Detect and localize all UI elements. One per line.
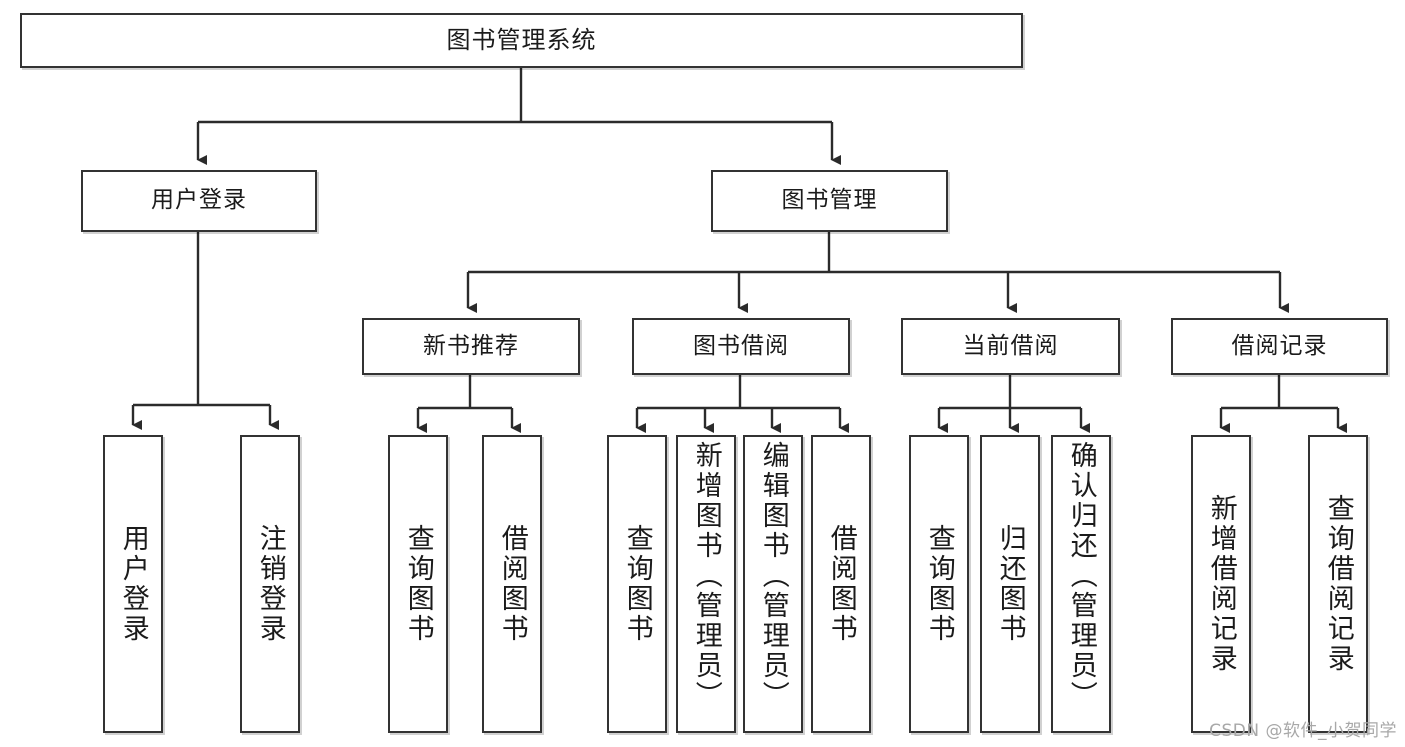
- node-label: 当前借阅: [962, 332, 1059, 359]
- leaf-user-login-login[interactable]: 用户登录: [103, 435, 163, 733]
- node-label: 用户登录: [117, 524, 149, 644]
- node-label: 查询图书: [923, 524, 955, 644]
- node-label: 图书管理: [781, 187, 878, 214]
- leaf-new-book-borrow-book[interactable]: 借阅图书: [482, 435, 542, 733]
- leaf-text-wrap: 借阅图书: [813, 437, 869, 731]
- leaf-text-wrap: 归还图书: [982, 437, 1038, 731]
- node-label: 查询图书: [402, 524, 434, 644]
- leaf-book-borrow-borrow-book[interactable]: 借阅图书: [811, 435, 871, 733]
- node-label: 注销登录: [254, 524, 286, 644]
- leaf-text-wrap: 查询图书: [609, 437, 665, 731]
- leaf-current-borrow-return-book[interactable]: 归还图书: [980, 435, 1040, 733]
- node-label: 查询图书: [621, 524, 653, 644]
- leaf-text-wrap: 新增图书（管理员）: [678, 437, 734, 731]
- leaf-book-borrow-query-book[interactable]: 查询图书: [607, 435, 667, 733]
- leaf-borrow-record-query-record[interactable]: 查询借阅记录: [1308, 435, 1368, 733]
- leaf-book-borrow-edit-book-admin[interactable]: 编辑图书（管理员）: [743, 435, 803, 733]
- node-label: 确认归还（管理员）: [1065, 441, 1097, 711]
- node-label: 新增借阅记录: [1205, 494, 1237, 674]
- node-new-book-recommend[interactable]: 新书推荐: [362, 318, 580, 375]
- node-current-borrow[interactable]: 当前借阅: [901, 318, 1120, 375]
- leaf-text-wrap: 借阅图书: [484, 437, 540, 731]
- watermark-text: CSDN @软件_小贺同学: [1209, 721, 1397, 741]
- node-label: 用户登录: [151, 187, 247, 214]
- node-book-borrow[interactable]: 图书借阅: [632, 318, 850, 375]
- node-label: 新书推荐: [423, 332, 519, 359]
- node-label: 新增图书（管理员）: [690, 441, 722, 711]
- leaf-text-wrap: 注销登录: [242, 437, 298, 731]
- leaf-text-wrap: 编辑图书（管理员）: [745, 437, 801, 731]
- leaf-current-borrow-confirm-return-admin[interactable]: 确认归还（管理员）: [1051, 435, 1111, 733]
- node-root-book-management-system[interactable]: 图书管理系统: [20, 13, 1023, 68]
- leaf-text-wrap: 新增借阅记录: [1193, 437, 1249, 731]
- leaf-borrow-record-add-record[interactable]: 新增借阅记录: [1191, 435, 1251, 733]
- leaf-new-book-query-book[interactable]: 查询图书: [388, 435, 448, 733]
- leaf-user-login-logout[interactable]: 注销登录: [240, 435, 300, 733]
- node-label: 借阅记录: [1231, 332, 1328, 359]
- node-user-login[interactable]: 用户登录: [81, 170, 317, 232]
- leaf-text-wrap: 确认归还（管理员）: [1053, 437, 1109, 731]
- node-label: 图书管理系统: [446, 26, 597, 55]
- node-label: 图书借阅: [693, 332, 789, 359]
- node-label: 编辑图书（管理员）: [757, 441, 789, 711]
- node-label: 借阅图书: [496, 524, 528, 644]
- node-borrow-record[interactable]: 借阅记录: [1171, 318, 1388, 375]
- leaf-current-borrow-query-book[interactable]: 查询图书: [909, 435, 969, 733]
- node-label: 归还图书: [994, 524, 1026, 644]
- leaf-text-wrap: 用户登录: [105, 437, 161, 731]
- node-label: 查询借阅记录: [1322, 494, 1354, 674]
- node-label: 借阅图书: [825, 524, 857, 644]
- leaf-book-borrow-add-book-admin[interactable]: 新增图书（管理员）: [676, 435, 736, 733]
- leaf-text-wrap: 查询图书: [390, 437, 446, 731]
- leaf-text-wrap: 查询借阅记录: [1310, 437, 1366, 731]
- node-book-management[interactable]: 图书管理: [711, 170, 948, 232]
- leaf-text-wrap: 查询图书: [911, 437, 967, 731]
